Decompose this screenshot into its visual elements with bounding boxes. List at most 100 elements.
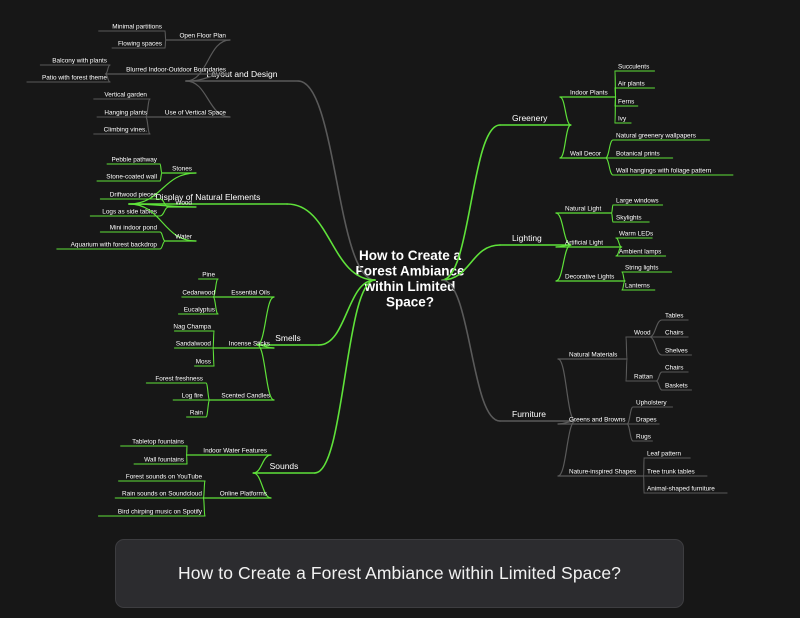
central-topic-line: within Limited [364, 279, 456, 294]
node-decorative-lights: Decorative Lights [565, 274, 614, 281]
branch-lighting-connector [441, 244, 501, 281]
leaf-moss-connector [212, 347, 215, 367]
leaf-logs-as-side-tables: Logs as side tables [102, 209, 157, 216]
leaf-chairs: Chairs [665, 330, 683, 337]
leaf-ambient-lamps: Ambient lamps [619, 249, 661, 256]
leaf-upholstery: Upholstery [636, 400, 667, 407]
central-topic-line: Forest Ambiance [355, 264, 465, 279]
leaf-warm-leds: Warm LEDs [619, 231, 653, 238]
leaf-wall-hangings-with-foliage-pattern-connector [604, 157, 614, 176]
node-online-platforms-connector [252, 472, 272, 499]
leaf-rugs: Rugs [636, 434, 651, 441]
branch-display-of-natural-elements: Display of Natural Elements [156, 192, 261, 202]
leaf-shelves: Shelves [665, 348, 688, 355]
branch-sounds: Sounds [270, 461, 299, 471]
node-water-connector [128, 203, 197, 242]
leaf-air-plants: Air plants [618, 81, 645, 88]
branch-lighting: Lighting [512, 233, 542, 243]
leaf-moss: Moss [196, 359, 211, 366]
node-natural-materials: Natural Materials [569, 352, 617, 359]
branch-layout-and-design-connector [297, 80, 376, 281]
node-wall-decor: Wall Decor [570, 151, 602, 158]
central-topic-line: How to Create a [359, 248, 462, 263]
node-incense-sticks-connector [256, 344, 275, 349]
leaf-skylights-connector [611, 212, 614, 223]
leaf-warm-leds-connector [615, 237, 623, 248]
leaf-rugs-connector [626, 423, 634, 442]
leaf-ferns: Ferns [618, 99, 634, 106]
leaf-pebble-pathway: Pebble pathway [112, 157, 158, 164]
leaf-forest-freshness: Forest freshness [155, 376, 203, 383]
leaf-patio-with-forest-theme-connector [104, 73, 111, 83]
node-rattan: Rattan [634, 374, 653, 381]
leaf-natural-greenery-wallpapers: Natural greenery wallpapers [616, 133, 696, 140]
leaf-nag-champa-connector [212, 330, 215, 349]
leaf-ivy: Ivy [618, 116, 627, 123]
leaf-natural-greenery-wallpapers-connector [604, 139, 614, 159]
leaf-mini-indoor-pond: Mini indoor pond [110, 225, 158, 232]
leaf-flowing-spaces: Flowing spaces [118, 41, 162, 48]
node-indoor-water-features-connector [252, 454, 272, 474]
node-wood: Wood [175, 200, 192, 207]
leaf-drapes: Drapes [636, 417, 657, 424]
node-water: Water [175, 234, 193, 241]
branch-furniture: Furniture [512, 409, 546, 419]
node-indoor-water-features: Indoor Water Features [203, 448, 267, 455]
leaf-large-windows-connector [611, 204, 614, 214]
leaf-forest-sounds-on-youtube: Forest sounds on YouTube [126, 474, 203, 481]
leaf-sandalwood: Sandalwood [176, 341, 212, 348]
node-blurred-indoor-outdoor-boundaries-connector [185, 73, 231, 82]
node-incense-sticks: Incense Sticks [229, 341, 270, 348]
leaf-chairs: Chairs [665, 365, 683, 372]
leaf-baskets-connector [655, 380, 663, 391]
node-use-of-vertical-space: Use of Vertical Space [165, 110, 227, 117]
leaf-ivy-connector [614, 96, 617, 124]
leaf-tabletop-fountains: Tabletop fountains [132, 439, 184, 446]
leaf-eucalyptus-connector [212, 296, 219, 315]
leaf-mini-indoor-pond-connector [159, 231, 166, 242]
leaf-eucalyptus: Eucalyptus [184, 307, 215, 314]
leaf-bird-chirping-music-on-spotify-connector [202, 497, 206, 517]
branch-greenery: Greenery [512, 113, 548, 123]
node-greens-and-browns: Greens and Browns [569, 417, 625, 424]
leaf-minimal-partitions: Minimal partitions [112, 24, 162, 31]
node-open-floor-plan: Open Floor Plan [179, 33, 226, 40]
leaf-wall-fountains: Wall fountains [144, 457, 184, 464]
leaf-string-lights-connector [621, 271, 626, 282]
leaf-flowing-spaces-connector [164, 39, 167, 49]
leaf-forest-freshness-connector [205, 382, 211, 401]
leaf-baskets: Baskets [665, 383, 688, 390]
node-stones-connector [128, 172, 197, 205]
caption-text: How to Create a Forest Ambiance within L… [177, 563, 621, 583]
leaf-forest-sounds-on-youtube-connector [202, 480, 206, 499]
node-natural-light: Natural Light [565, 206, 601, 213]
node-wood: Wood [634, 330, 651, 337]
node-open-floor-plan-connector [185, 39, 231, 82]
node-scented-candles: Scented Candles [221, 393, 270, 400]
node-wall-decor-connector [559, 124, 572, 159]
node-decorative-lights-connector [555, 244, 572, 282]
node-essential-oils: Essential Oils [231, 290, 270, 297]
leaf-rain-connector [205, 399, 211, 418]
node-rattan-connector [625, 358, 628, 382]
node-essential-oils-connector [256, 296, 275, 346]
leaf-balcony-with-plants: Balcony with plants [52, 58, 107, 65]
leaf-wall-hangings-with-foliage-pattern: Wall hangings with foliage pattern [616, 168, 712, 175]
leaf-aquarium-with-forest-backdrop: Aquarium with forest backdrop [71, 242, 158, 249]
leaf-botanical-prints: Botanical prints [616, 151, 660, 158]
node-scented-candles-connector [256, 344, 275, 401]
leaf-vertical-garden: Vertical garden [104, 92, 147, 99]
leaf-chairs-connector [655, 371, 663, 382]
node-indoor-plants-connector [559, 96, 572, 126]
branch-smells-connector [318, 279, 376, 346]
leaf-lanterns: Lanterns [625, 283, 650, 290]
node-nature-inspired-shapes: Nature-inspired Shapes [569, 469, 636, 476]
leaf-pine: Pine [202, 272, 215, 279]
leaf-stone-coated-wall: Stone-coated wall [106, 174, 157, 181]
node-natural-light-connector [555, 212, 572, 246]
leaf-cedarwood: Cedarwood [182, 290, 215, 297]
node-wood-connector [128, 203, 197, 208]
branch-display-of-natural-elements-connector [286, 203, 376, 281]
node-artificial-light: Artificial Light [565, 240, 603, 247]
